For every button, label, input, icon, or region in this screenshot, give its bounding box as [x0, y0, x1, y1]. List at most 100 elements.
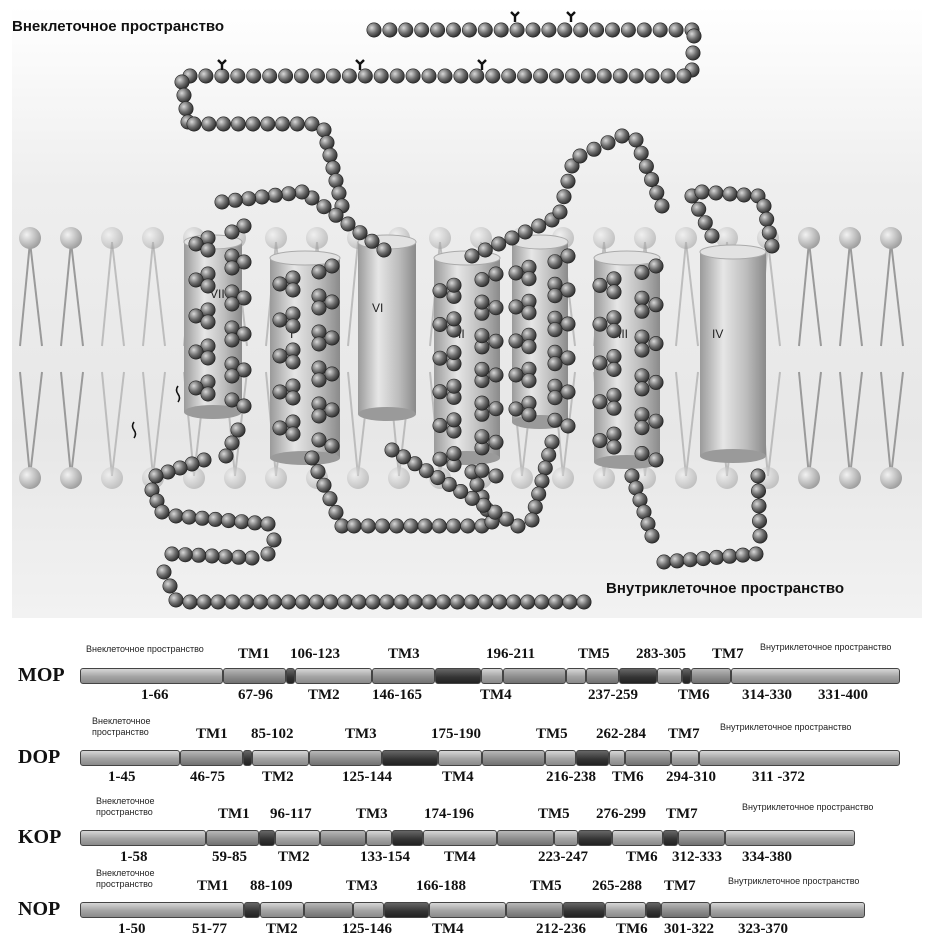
lipid-tail: [881, 372, 891, 476]
glycosylation-marker: [478, 60, 486, 70]
segment-label-above: 196-211: [486, 646, 535, 663]
residue-bead: [522, 306, 536, 320]
domain-segment: [353, 902, 384, 918]
residue-bead: [686, 46, 700, 60]
segment-label-below: 146-165: [372, 687, 422, 704]
extracellular-small-label: Внеклеточное пространство: [86, 644, 256, 655]
receptor-row-nop: NOPВнеклеточное пространствоВнутриклеточ…: [0, 862, 934, 938]
lipid-head: [19, 227, 41, 249]
segment-label-below: TM4: [432, 921, 464, 938]
residue-bead: [635, 382, 649, 396]
tm-segment: [223, 668, 286, 684]
receptor-name: MOP: [18, 664, 65, 687]
residue-bead: [208, 512, 222, 526]
domain-segment: [481, 668, 503, 684]
residue-bead: [709, 550, 723, 564]
domain-segment: [657, 668, 682, 684]
lipid-tail: [112, 242, 124, 346]
residue-bead: [475, 430, 489, 444]
lipid-tail: [799, 372, 809, 476]
segment-label-above: TM3: [388, 646, 420, 663]
residue-bead: [239, 595, 253, 609]
residue-bead: [645, 529, 659, 543]
residue-bead: [332, 186, 346, 200]
residue-bead: [218, 550, 232, 564]
lipid-tail: [850, 372, 862, 476]
segment-label-above: TM1: [238, 646, 270, 663]
residue-bead: [581, 69, 595, 83]
residue-bead: [199, 69, 213, 83]
residue-bead: [418, 519, 432, 533]
residue-bead: [242, 192, 256, 206]
residue-bead: [178, 548, 192, 562]
residue-bead: [461, 519, 475, 533]
residue-bead: [415, 23, 429, 37]
glycosylation-marker: [511, 12, 519, 22]
lipid-tail: [102, 242, 112, 346]
residue-bead: [548, 289, 562, 303]
lipid-tail: [102, 372, 112, 476]
tm-segment: [320, 830, 366, 846]
residue-bead: [436, 595, 450, 609]
residue-bead: [669, 23, 683, 37]
residue-bead: [286, 283, 300, 297]
residue-bead: [509, 266, 523, 280]
segment-label-above: TM1: [197, 878, 229, 895]
residue-bead: [192, 548, 206, 562]
lipid-head: [798, 467, 820, 489]
residue-bead: [653, 23, 667, 37]
cylinder-top: [700, 245, 766, 259]
residue-bead: [329, 208, 343, 222]
segment-label-above: 175-190: [431, 726, 481, 743]
segment-label-above: TM3: [356, 806, 388, 823]
residue-bead: [365, 234, 379, 248]
residue-bead: [509, 368, 523, 382]
residue-bead: [273, 349, 287, 363]
lipid-tail: [112, 372, 124, 476]
residue-bead: [165, 547, 179, 561]
residue-bead: [366, 595, 380, 609]
residue-bead: [325, 439, 339, 453]
tm-segment: [372, 668, 435, 684]
segment-label-above: 265-288: [592, 878, 642, 895]
tm-segment: [625, 750, 671, 766]
residue-bead: [447, 312, 461, 326]
residue-bead: [548, 323, 562, 337]
lipid-head: [142, 227, 164, 249]
residue-bead: [635, 446, 649, 460]
residue-bead: [352, 595, 366, 609]
lipid-head: [716, 467, 738, 489]
lipid-tail: [20, 372, 30, 476]
palmitoylation-marker: [177, 386, 180, 402]
intracellular-small-label: Внутриклеточное пространство: [720, 722, 900, 733]
residue-bead: [422, 595, 436, 609]
receptor-topology-diagram: VIIIVIIIVIIIIV Внеклеточное пространство…: [12, 6, 922, 618]
residue-bead: [216, 117, 230, 131]
residue-bead: [649, 453, 663, 467]
residue-bead: [247, 69, 261, 83]
residue-bead: [310, 69, 324, 83]
tm-segment: [309, 750, 382, 766]
residue-bead: [447, 379, 461, 393]
residue-bead: [509, 300, 523, 314]
residue-bead: [565, 69, 579, 83]
residue-bead: [765, 239, 779, 253]
residue-bead: [281, 595, 295, 609]
tm-segment: [661, 902, 710, 918]
domain-segment: [252, 750, 309, 766]
intracellular-small-label: Внутриклеточное пространство: [742, 802, 922, 813]
lipid-head: [552, 467, 574, 489]
residue-bead: [261, 547, 275, 561]
segment-label-below: 125-146: [342, 921, 392, 938]
lipid-head: [880, 227, 902, 249]
tm-segment: [206, 830, 259, 846]
residue-bead: [635, 421, 649, 435]
residue-bead: [447, 413, 461, 427]
residue-bead: [593, 395, 607, 409]
residue-bead: [683, 553, 697, 567]
residue-bead: [157, 565, 171, 579]
residue-bead: [311, 464, 325, 478]
residue-bead: [538, 461, 552, 475]
residue-bead: [509, 402, 523, 416]
residue-bead: [639, 159, 653, 173]
